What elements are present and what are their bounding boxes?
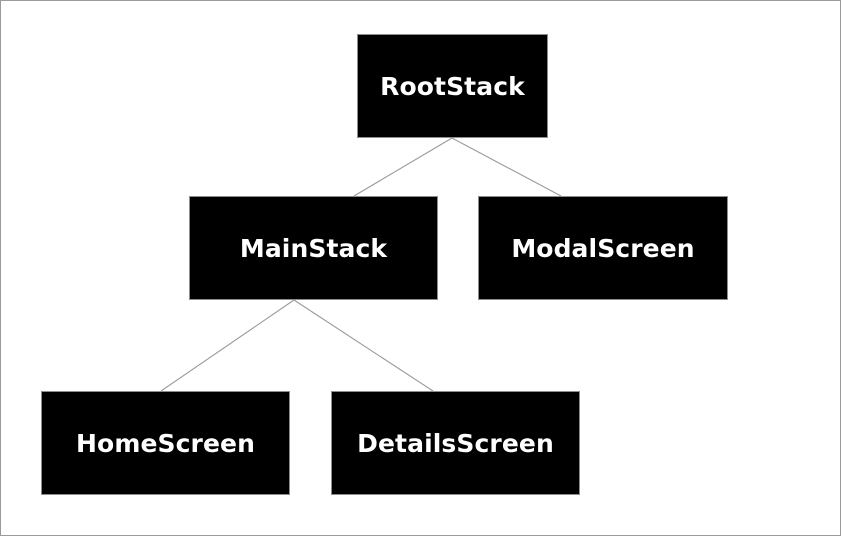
node-homescreen-label: HomeScreen <box>76 428 255 458</box>
node-modalscreen-label: ModalScreen <box>511 233 695 263</box>
edge-rootstack-mainstack <box>353 137 453 197</box>
edge-mainstack-homescreen <box>160 299 295 392</box>
node-detailsscreen-label: DetailsScreen <box>357 428 554 458</box>
node-modalscreen[interactable]: ModalScreen <box>478 196 728 300</box>
node-rootstack[interactable]: RootStack <box>357 34 548 138</box>
edge-rootstack-modalscreen <box>451 137 562 197</box>
node-mainstack[interactable]: MainStack <box>189 196 438 300</box>
node-mainstack-label: MainStack <box>239 233 388 263</box>
node-homescreen[interactable]: HomeScreen <box>41 391 290 495</box>
edge-mainstack-detailsscreen <box>293 299 434 392</box>
node-detailsscreen[interactable]: DetailsScreen <box>331 391 580 495</box>
node-rootstack-label: RootStack <box>380 71 525 101</box>
